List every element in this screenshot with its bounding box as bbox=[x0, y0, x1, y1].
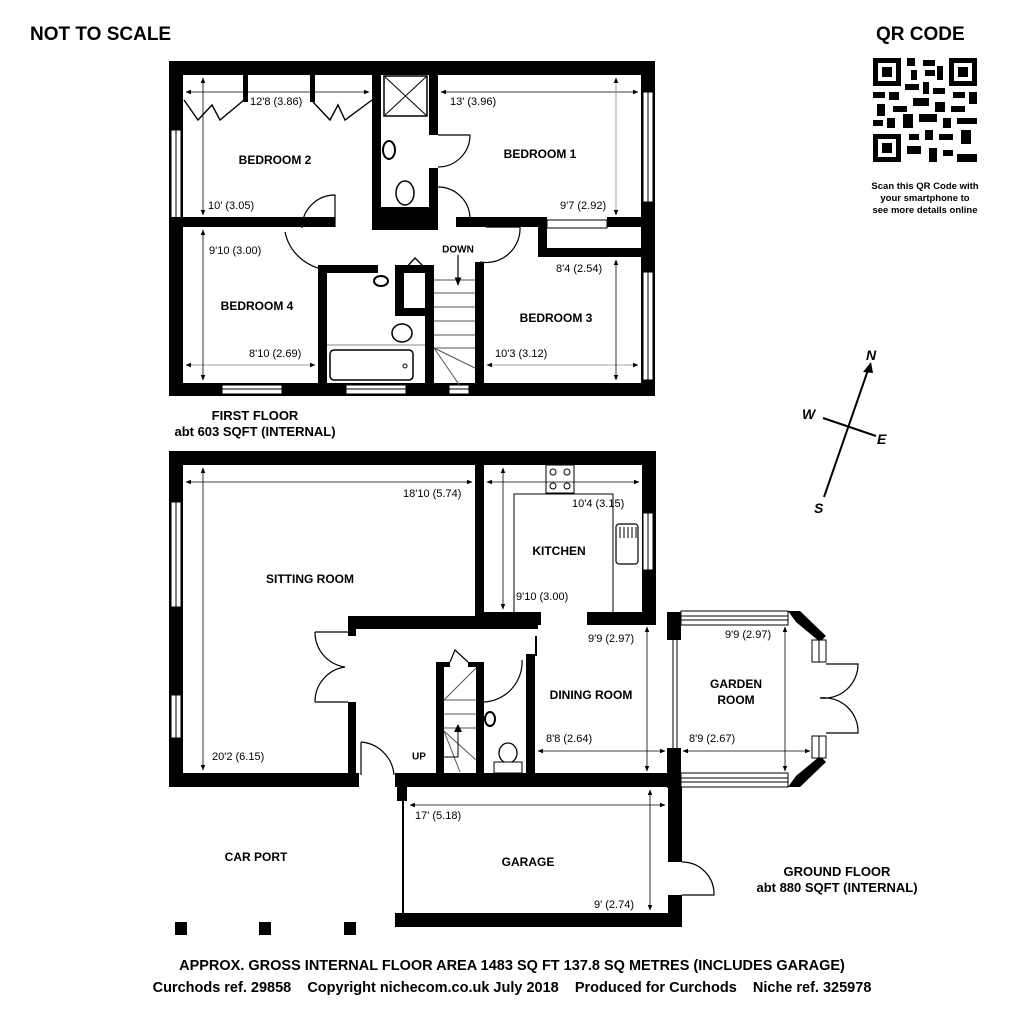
qr-caption-line: your smartphone to bbox=[880, 192, 970, 204]
dimension-garden-room-length: 9'9 (2.97) bbox=[725, 629, 772, 641]
dimension-dining-room-width: 8'8 (2.64) bbox=[546, 733, 593, 745]
room-label-garden-room: GARDEN ROOM bbox=[710, 676, 762, 708]
qr-caption-line: see more details online bbox=[872, 204, 978, 216]
dimension-dining-room-length: 9'9 (2.97) bbox=[588, 633, 635, 645]
dimension-bedroom-4-width: 8'10 (2.69) bbox=[249, 348, 302, 360]
stairs-up-label: UP bbox=[412, 751, 426, 763]
ground-floor-area: abt 880 SQFT (INTERNAL) bbox=[756, 879, 918, 895]
stairs-down-label: DOWN bbox=[442, 244, 474, 256]
qr-code-title: QR CODE bbox=[876, 24, 965, 45]
dimension-garden-room-width: 8'9 (2.67) bbox=[689, 733, 736, 745]
room-label-bedroom-3: BEDROOM 3 bbox=[519, 310, 593, 325]
garden-room-label-line1: GARDEN bbox=[709, 676, 763, 691]
ground-floor-caption: GROUND FLOOR abt 880 SQFT (INTERNAL) bbox=[756, 864, 917, 895]
dimension-bedroom-1-width: 13' (3.96) bbox=[450, 96, 497, 108]
room-label-bedroom-4: BEDROOM 4 bbox=[220, 298, 294, 313]
dimension-bedroom-3-width: 10'3 (3.12) bbox=[495, 348, 548, 360]
dimension-sitting-room-length: 20'2 (6.15) bbox=[212, 751, 265, 763]
compass-north-label: N bbox=[866, 347, 877, 363]
first-floor-title: FIRST FLOOR bbox=[211, 408, 299, 423]
first-floor-plan bbox=[169, 61, 655, 396]
compass-west-label: W bbox=[802, 406, 816, 422]
dimension-bedroom-2-width: 12'8 (3.86) bbox=[250, 96, 303, 108]
dimension-garage-length: 9' (2.74) bbox=[594, 899, 635, 911]
compass-rose-icon bbox=[822, 362, 877, 498]
room-label-bedroom-1: BEDROOM 1 bbox=[503, 146, 577, 161]
room-label-kitchen: KITCHEN bbox=[532, 543, 586, 558]
room-label-bedroom-2: BEDROOM 2 bbox=[238, 152, 312, 167]
dimension-bedroom-3-length: 8'4 (2.54) bbox=[556, 263, 603, 275]
gross-area-note: APPROX. GROSS INTERNAL FLOOR AREA 1483 S… bbox=[179, 958, 845, 974]
dimension-kitchen-length: 9'10 (3.00) bbox=[516, 591, 569, 603]
ground-floor-plan bbox=[169, 451, 859, 935]
qr-code-caption: Scan this QR Code with your smartphone t… bbox=[850, 181, 1000, 217]
room-label-dining-room: DINING ROOM bbox=[549, 687, 633, 702]
first-floor-area: abt 603 SQFT (INTERNAL) bbox=[174, 423, 336, 439]
qr-code-icon bbox=[873, 58, 977, 162]
not-to-scale-note: NOT TO SCALE bbox=[30, 24, 172, 45]
dimension-bedroom-2-length: 10' (3.05) bbox=[208, 200, 255, 212]
garden-room-label-line2: ROOM bbox=[717, 693, 755, 707]
compass-east-label: E bbox=[877, 431, 887, 447]
dimension-garage-width: 17' (5.18) bbox=[415, 810, 462, 822]
ground-floor-title: GROUND FLOOR bbox=[783, 864, 891, 879]
compass-south-label: S bbox=[814, 500, 824, 516]
dimension-kitchen-width: 10'4 (3.15) bbox=[572, 498, 625, 510]
qr-caption-line: Scan this QR Code with bbox=[871, 181, 979, 192]
dimension-sitting-room-width: 18'10 (5.74) bbox=[403, 488, 462, 500]
reference-line: Curchods ref. 29858 Copyright nichecom.c… bbox=[152, 980, 872, 996]
first-floor-caption: FIRST FLOOR abt 603 SQFT (INTERNAL) bbox=[174, 408, 335, 439]
dimension-bedroom-1-length: 9'7 (2.92) bbox=[560, 200, 607, 212]
room-label-garage: GARAGE bbox=[501, 854, 555, 869]
room-label-car-port: CAR PORT bbox=[224, 849, 288, 864]
dimension-bedroom-4-length: 9'10 (3.00) bbox=[209, 245, 262, 257]
room-label-sitting-room: SITTING ROOM bbox=[266, 571, 354, 586]
